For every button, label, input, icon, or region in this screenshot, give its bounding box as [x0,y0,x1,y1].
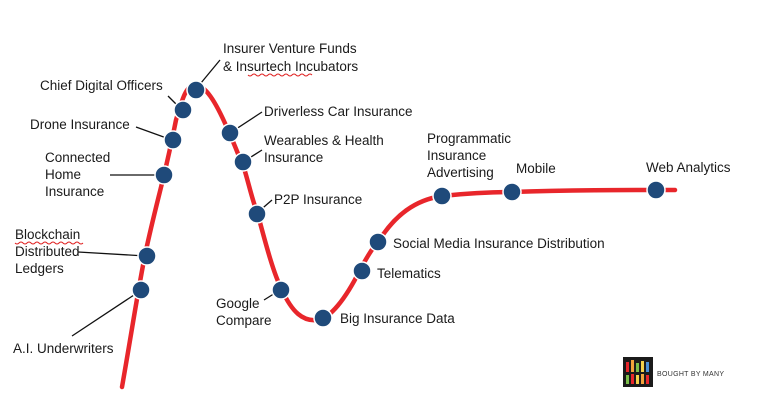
label-blockchain: Blockchain Distributed Ledgers [15,227,84,276]
label-chief-digital: Chief Digital Officers [40,78,163,93]
leader-blockchain [77,251,147,257]
dot-chief-digital [173,100,193,120]
label-telematics: Telematics [377,266,441,281]
dot-big-data [313,308,333,328]
label-connected-home: Connected Home Insurance [45,150,114,199]
label-web-analytics: Web Analytics [646,160,731,175]
label-wearables: Wearables & Health Insurance [264,133,388,165]
insurtech-spellcheck-underline [247,73,313,77]
dot-blockchain [137,246,157,266]
dot-google [271,280,291,300]
dot-programmatic [432,186,452,206]
dot-driverless [220,123,240,143]
leader-ai-underwriters [71,290,141,337]
dot-web-analytics [646,180,666,200]
dot-social-media [368,232,388,252]
label-ai-underwriters: A.I. Underwriters [13,341,114,356]
dot-drone [163,130,183,150]
label-mobile: Mobile [516,161,556,176]
label-drone: Drone Insurance [30,117,130,132]
dot-venture-funds [186,80,206,100]
label-big-data: Big Insurance Data [340,311,455,326]
label-google: Google Compare [216,296,272,328]
bought-by-many-logo: BOUGHT BY MANY [623,357,724,387]
dot-connected-home [154,165,174,185]
dot-telematics [352,261,372,281]
label-programmatic: Programmatic Insurance Advertising [427,131,515,180]
dot-wearables [233,152,253,172]
dot-ai-underwriters [131,280,151,300]
logo-text: BOUGHT BY MANY [657,371,724,378]
dot-mobile [502,182,522,202]
label-venture-funds: Insurer Venture Funds & Insurtech Incuba… [223,41,360,74]
label-driverless: Driverless Car Insurance [264,104,413,119]
blockchain-spellcheck-underline [14,241,84,245]
bought-by-many-logo-icon [623,357,653,387]
label-social-media: Social Media Insurance Distribution [393,236,605,251]
label-p2p: P2P Insurance [274,192,362,207]
dot-p2p [247,204,267,224]
